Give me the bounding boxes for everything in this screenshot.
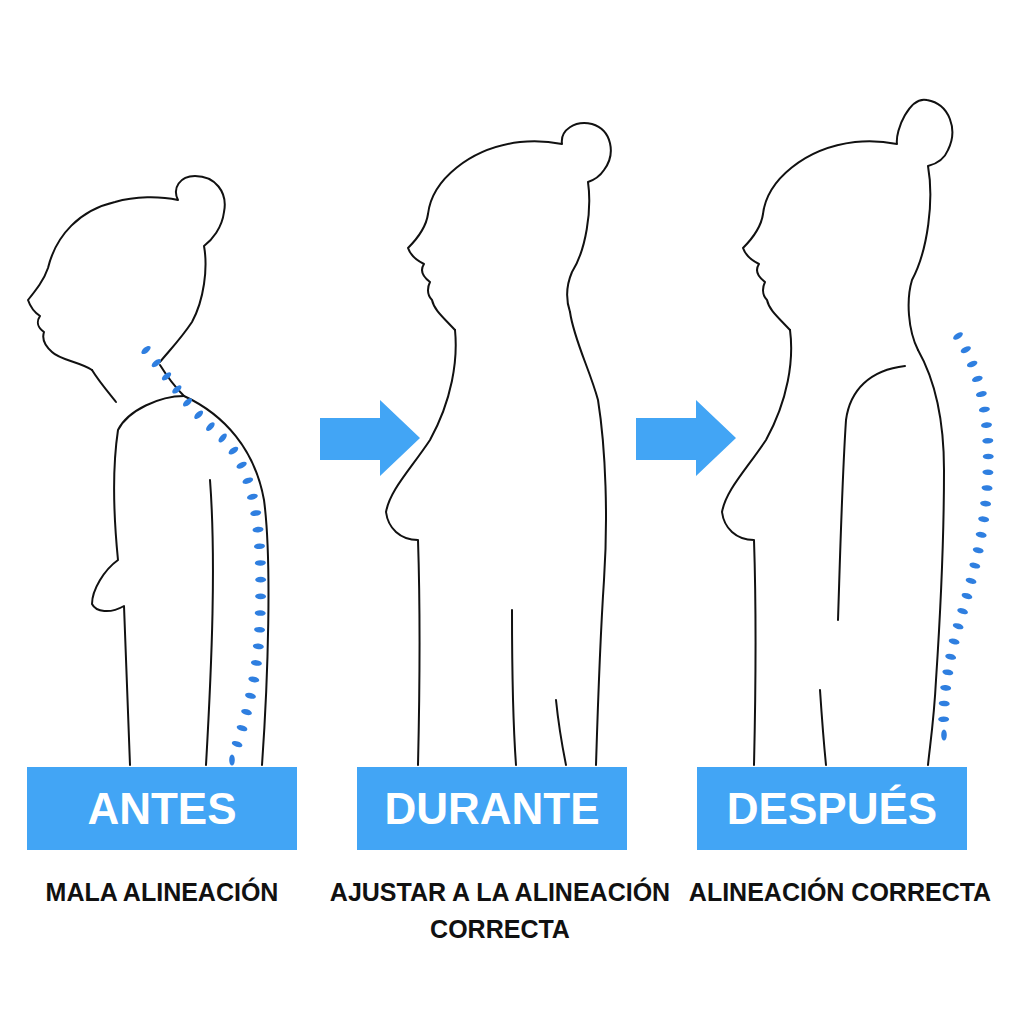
spine-dot: [975, 531, 987, 538]
spine-dot: [941, 730, 947, 741]
spine-dot: [250, 509, 262, 516]
spine-dot: [940, 684, 952, 691]
figure-outline: [206, 480, 213, 765]
spine-dot: [981, 422, 993, 429]
stage-label: ANTES: [87, 787, 236, 831]
spine-dot: [969, 562, 981, 570]
spine-dot: [252, 526, 264, 533]
spine-dot: [242, 476, 254, 485]
spine-dot: [938, 716, 949, 722]
stage-box: DESPUÉS: [697, 767, 967, 850]
spine-dot: [948, 637, 960, 645]
stage-box: ANTES: [27, 767, 297, 850]
block-arrow: [320, 400, 420, 476]
spine-dot: [255, 593, 266, 599]
spine-dot: [253, 643, 264, 650]
figure-outline: [92, 370, 116, 402]
spine-dot: [246, 493, 258, 501]
spine-dot: [229, 755, 235, 766]
figure-outline: [386, 330, 456, 765]
block-arrow: [636, 400, 736, 476]
figure-outline: [28, 176, 225, 370]
figure-outline: [820, 690, 826, 765]
spine-dot: [960, 345, 972, 355]
spine-dot: [236, 724, 248, 732]
spine-dot: [217, 432, 228, 444]
spine-dot: [241, 708, 253, 716]
spine-dot: [972, 546, 984, 554]
spine-dot: [982, 469, 993, 475]
spine-dots: [938, 331, 994, 741]
spine-dot: [251, 659, 263, 666]
spine-dot: [980, 500, 992, 507]
figure-outline: [556, 700, 566, 765]
spine-dot: [227, 445, 239, 456]
spine-dot: [254, 627, 265, 633]
spine-dot: [981, 485, 992, 491]
spine-dot: [961, 592, 973, 600]
stage-caption: MALA ALINEACIÓN: [12, 874, 312, 911]
stage-box: DURANTE: [357, 767, 627, 850]
figure-outline: [408, 123, 611, 330]
spine-dot: [235, 460, 247, 470]
figure-outline: [743, 100, 952, 350]
stage-caption: AJUSTAR A LA ALINEACIÓN CORRECTA: [325, 874, 675, 948]
spine-dot: [245, 692, 257, 700]
figure-outline: [160, 365, 268, 765]
spine-dot: [942, 669, 954, 676]
spine-dot: [957, 607, 969, 615]
spine-dots: [140, 344, 266, 765]
spine-dot: [945, 653, 957, 661]
spine-dot: [982, 438, 993, 444]
spine-dot: [255, 560, 266, 566]
spine-dot: [182, 397, 194, 408]
spine-dot: [939, 700, 950, 706]
spine-dot: [140, 344, 152, 355]
spine-dot: [952, 331, 964, 342]
spine-dot: [171, 384, 183, 395]
figure-outline: [512, 610, 516, 765]
spine-dot: [193, 409, 205, 421]
spine-guide: [944, 336, 989, 735]
spine-dot: [150, 358, 162, 369]
figure-outline: [570, 312, 606, 765]
spine-guide: [146, 350, 261, 760]
spine-dot: [965, 577, 977, 585]
spine-dot: [971, 375, 983, 384]
figure-outline: [838, 366, 905, 620]
spine-dot: [966, 359, 978, 368]
spine-dot: [205, 421, 217, 433]
spine-dot: [983, 454, 994, 460]
spine-dot: [160, 371, 172, 382]
figure-outline: [722, 330, 791, 765]
spine-dot: [231, 740, 243, 749]
spine-dot: [952, 622, 964, 630]
stage-label: DESPUÉS: [727, 787, 937, 831]
spine-dot: [248, 676, 260, 683]
stage-label: DURANTE: [384, 787, 599, 831]
spine-dot: [254, 543, 265, 549]
spine-dot: [975, 390, 987, 398]
spine-dot: [255, 577, 266, 583]
spine-dot: [978, 516, 990, 523]
spine-dot: [255, 610, 266, 616]
stage-caption: ALINEACIÓN CORRECTA: [665, 874, 1015, 911]
spine-dot: [979, 406, 991, 413]
figure-outline: [92, 396, 184, 765]
